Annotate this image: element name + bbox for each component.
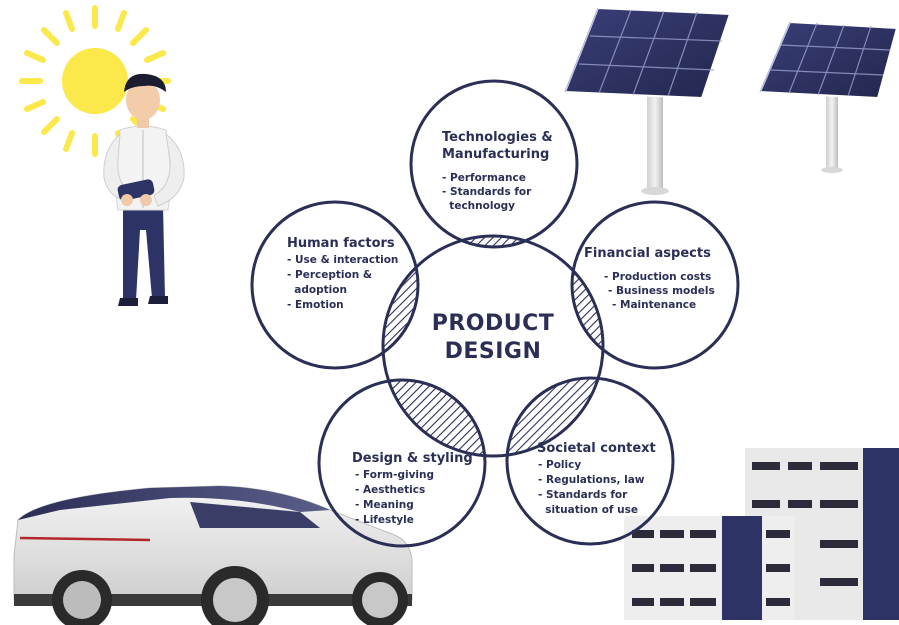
financial-title: Financial aspects	[584, 246, 711, 261]
circle-technologies	[409, 79, 579, 249]
person-illustration	[103, 73, 185, 306]
financial-item-1: - Production costs	[604, 271, 711, 283]
societal-item-4: situation of use	[538, 504, 638, 516]
circle-human	[250, 200, 420, 370]
circle-financial	[570, 200, 740, 370]
design-title: Design & styling	[352, 451, 473, 466]
circle-product-design	[381, 234, 605, 458]
solar-panel-icon	[563, 6, 732, 195]
human-item-4: - Emotion	[287, 299, 344, 311]
human-item-1: - Use & interaction	[287, 254, 398, 266]
design-item-3: - Meaning	[355, 499, 414, 511]
financial-item-2: - Business models	[608, 285, 715, 297]
center-label-line-2: DESIGN	[445, 339, 542, 364]
human-item-3: adoption	[287, 284, 347, 296]
technologies-item-2: - Standards for	[442, 186, 532, 198]
solar-panel-icon	[758, 20, 899, 173]
human-title: Human factors	[287, 236, 395, 251]
technologies-item-1: - Performance	[442, 172, 526, 184]
car-illustration	[13, 485, 413, 625]
design-item-4: - Lifestyle	[355, 514, 414, 526]
venn-diagram: PRODUCT DESIGN Technologies & Manufactur…	[250, 79, 740, 548]
design-item-1: - Form-giving	[355, 469, 434, 481]
circle-design	[317, 378, 487, 548]
human-item-2: - Perception &	[287, 269, 372, 281]
societal-item-2: - Regulations, law	[538, 474, 645, 486]
center-label-line-1: PRODUCT	[432, 311, 555, 336]
societal-item-1: - Policy	[538, 459, 581, 471]
technologies-item-3: technology	[442, 200, 515, 212]
technologies-title-1: Technologies &	[442, 130, 553, 145]
societal-title: Societal context	[537, 441, 656, 456]
overlap-regions	[383, 236, 603, 456]
societal-item-3: - Standards for	[538, 489, 628, 501]
building-illustration	[624, 448, 899, 620]
financial-item-3: - Maintenance	[612, 299, 696, 311]
circle-societal	[505, 376, 675, 546]
technologies-title-2: Manufacturing	[442, 147, 549, 162]
design-item-2: - Aesthetics	[355, 484, 425, 496]
